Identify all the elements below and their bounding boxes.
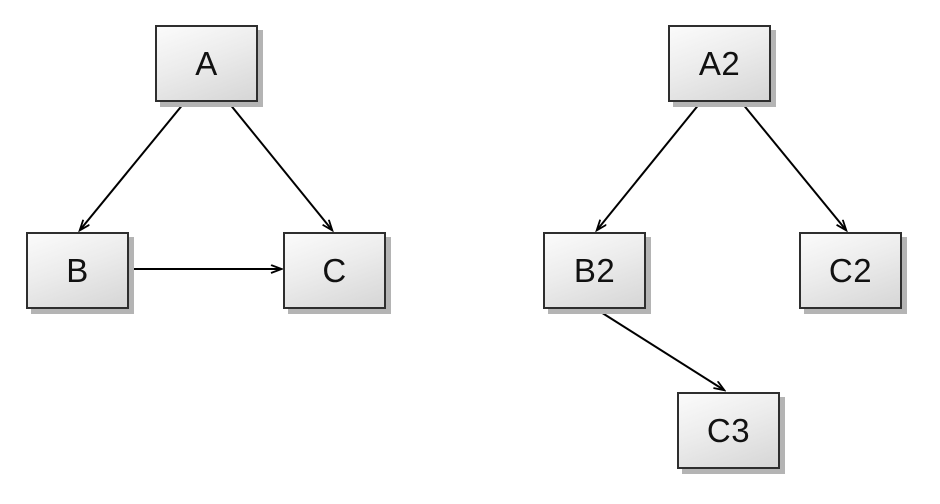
node-b2: B2: [543, 232, 646, 309]
edge-a-to-c: [228, 102, 332, 230]
edge-a-to-b: [80, 102, 185, 230]
node-c: C: [283, 232, 386, 309]
node-c-label: C: [322, 251, 347, 289]
node-a2-label: A2: [698, 44, 741, 82]
edge-b2-to-c3: [595, 308, 724, 390]
node-b-label: B: [66, 251, 89, 289]
node-a2: A2: [668, 25, 771, 102]
node-c2: C2: [799, 232, 902, 309]
node-c3: C3: [677, 392, 780, 469]
node-c2-label: C2: [828, 251, 873, 289]
node-b2-label: B2: [573, 251, 616, 289]
node-b: B: [26, 232, 129, 309]
edge-a2-to-c2: [741, 102, 846, 230]
node-a-label: A: [195, 44, 218, 82]
node-c3-label: C3: [706, 411, 751, 449]
edge-a2-to-b2: [597, 102, 701, 230]
node-a: A: [155, 25, 258, 102]
